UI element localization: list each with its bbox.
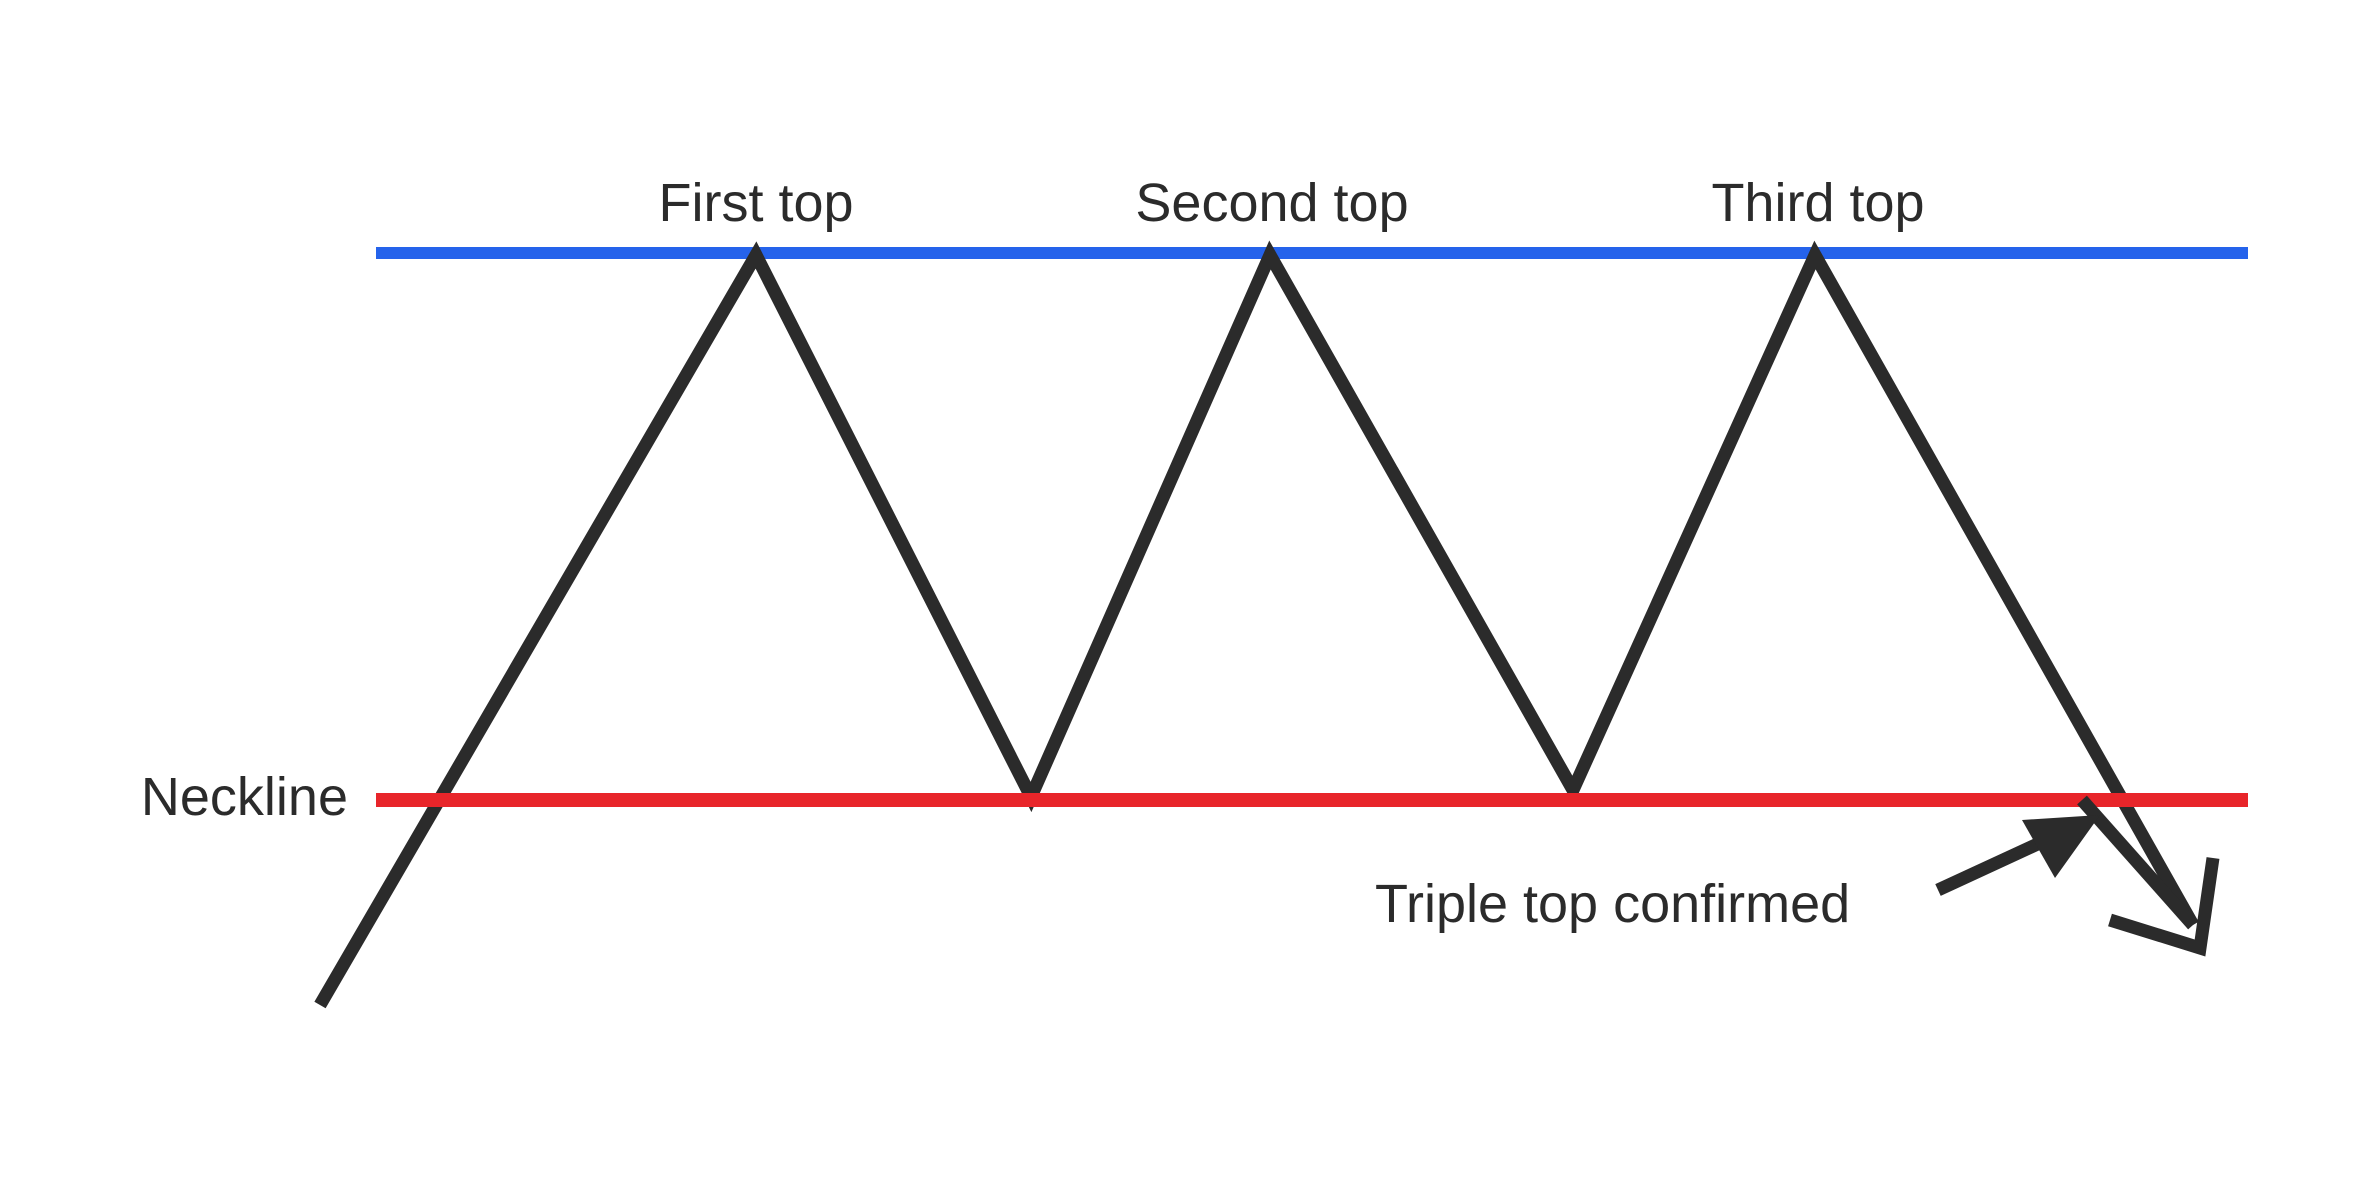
price-line [314,240,2199,1009]
annotation-first-top: First top [658,173,854,233]
annotation-second-top: Second top [1135,173,1409,233]
price-line-breakdown [2077,795,2198,930]
confirmation-pointer-arrowhead-icon [2022,815,2100,878]
breakdown-arrowhead-icon [2108,857,2220,957]
annotation-neckline: Neckline [140,767,348,827]
annotation-triple-top-confirmed: Triple top confirmed [1375,874,1851,934]
annotation-third-top: Third top [1711,173,1925,233]
